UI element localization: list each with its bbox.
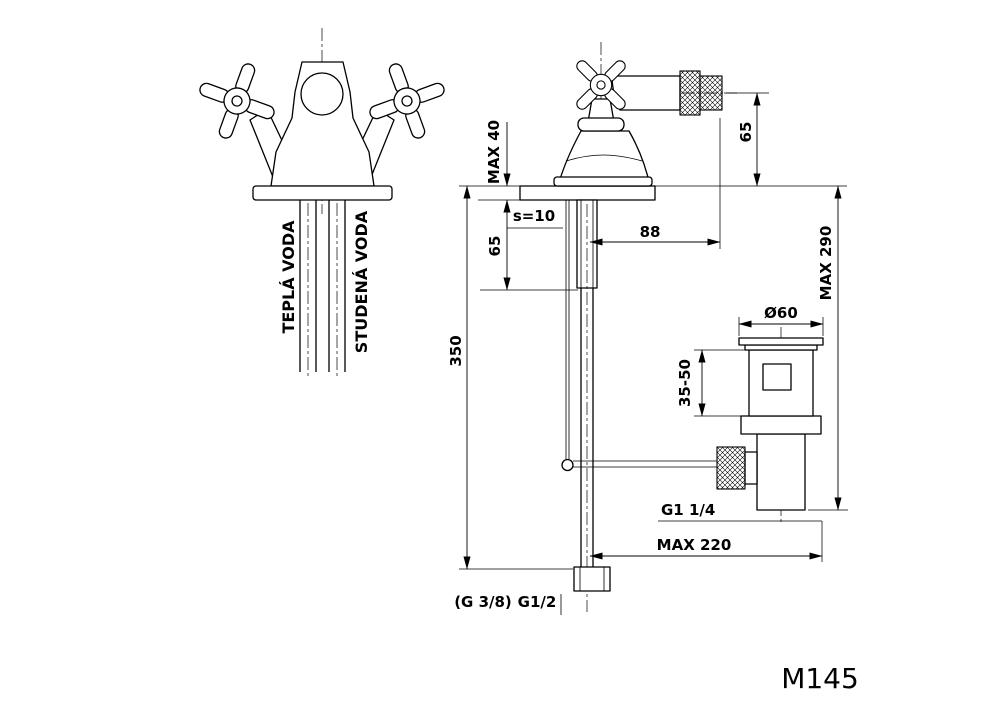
drain-thread-text: G1 1/4	[661, 501, 715, 519]
dimensions: MAX 40 s=10 65 350 65 88 MA	[447, 92, 848, 611]
drain-flange	[738, 337, 824, 346]
supply-pipes-front	[299, 200, 346, 378]
dim-text-supply-length: 350	[447, 335, 465, 366]
dim-shank-length: 65	[480, 199, 578, 291]
deck-section	[519, 185, 656, 201]
dim-text-plate-thickness: s=10	[513, 207, 555, 225]
dim-deck-max: MAX 40	[459, 120, 520, 201]
rod-connector	[744, 451, 758, 485]
bottom-fitting	[560, 566, 611, 615]
label-supply-threads: (G 3/8) G1/2	[454, 593, 556, 611]
dim-text-shank-length: 65	[486, 236, 504, 257]
dim-text-deck-max: MAX 40	[485, 120, 503, 184]
dim-text-max-reach: MAX 220	[657, 536, 732, 554]
dim-text-spout-height: 65	[737, 122, 755, 143]
front-view: TEPLÁ VODA STUDENÁ VODA	[186, 28, 458, 378]
popup-rod-knob	[561, 458, 574, 472]
base-plate-side	[553, 176, 653, 187]
side-view	[519, 39, 737, 615]
dim-supply-length: 350	[447, 185, 573, 570]
label-drain-thread: G1 1/4	[658, 501, 822, 522]
supply-thread-text: G1/2	[518, 593, 557, 611]
dim-spout-height: 65	[655, 92, 847, 187]
aerator-tip	[699, 75, 723, 111]
dim-plate-thickness: s=10	[507, 207, 563, 229]
cold-water-label: STUDENÁ VODA	[352, 210, 371, 353]
drain-assembly	[716, 327, 824, 523]
dim-text-max-depth: MAX 290	[817, 226, 835, 301]
flange-lip	[744, 344, 818, 351]
dim-max-depth: MAX 290	[808, 185, 848, 511]
drain-coupling-nut	[740, 415, 822, 435]
dim-drain-diameter: Ø60	[738, 304, 824, 336]
dim-text-drain-diameter: Ø60	[764, 304, 798, 322]
dim-max-reach: MAX 220	[589, 521, 823, 562]
base-plate-front	[252, 185, 393, 201]
knurled-nut	[716, 446, 746, 490]
hot-water-label: TEPLÁ VODA	[279, 220, 298, 334]
body-detail-line	[565, 154, 643, 162]
supply-pipe-side	[580, 204, 594, 612]
drain-tailpiece	[756, 433, 806, 511]
dim-spout-reach: 88	[589, 118, 721, 249]
popup-rod	[561, 200, 717, 472]
model-number: M145	[781, 662, 859, 695]
dim-text-spout-reach: 88	[640, 223, 661, 241]
spout-front-circle	[300, 72, 344, 116]
overflow-window	[762, 363, 792, 391]
supply-thread-alt-text: (G 3/8)	[454, 593, 512, 611]
handle-bell	[577, 117, 625, 132]
dim-drain-deck-range: 35-50	[676, 349, 745, 417]
dim-text-drain-deck-range: 35-50	[676, 359, 694, 407]
aerator-knurl	[679, 70, 701, 116]
